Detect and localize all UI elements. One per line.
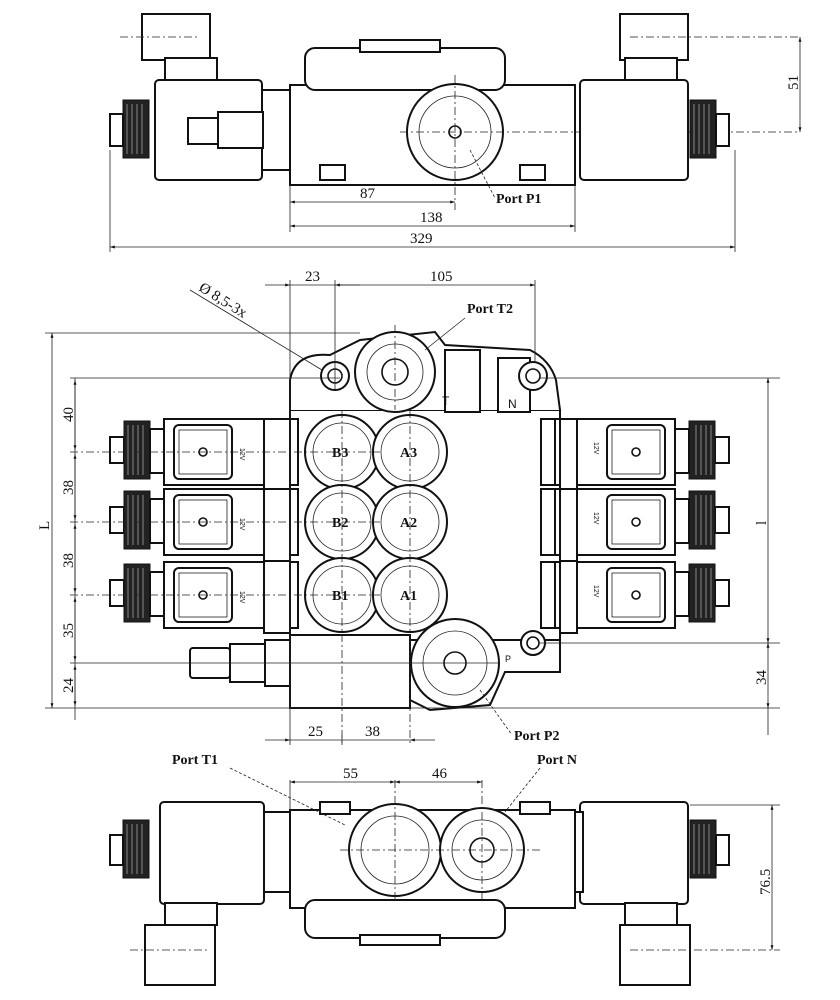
dim-35: 35 bbox=[61, 623, 77, 638]
mark-t: T bbox=[442, 394, 450, 408]
mark-p: P bbox=[505, 654, 511, 664]
svg-text:12V: 12V bbox=[238, 591, 245, 604]
svg-text:B3: B3 bbox=[332, 446, 348, 461]
dim-138: 138 bbox=[420, 210, 443, 226]
svg-text:A2: A2 bbox=[400, 516, 417, 531]
dim-34: 34 bbox=[754, 670, 770, 686]
dim-l: l bbox=[754, 521, 770, 525]
dim-87: 87 bbox=[360, 186, 376, 202]
svg-text:12V: 12V bbox=[592, 512, 599, 525]
port-p1-label: Port P1 bbox=[496, 192, 541, 207]
port-t2-label: Port T2 bbox=[467, 302, 513, 317]
dim-329: 329 bbox=[410, 231, 433, 247]
port-a1: A1 bbox=[372, 557, 448, 633]
hole-note: Ø 8,5-3x bbox=[196, 280, 250, 322]
dim-25: 25 bbox=[308, 724, 323, 740]
svg-text:12V: 12V bbox=[238, 448, 245, 461]
dim-55: 55 bbox=[343, 766, 358, 782]
svg-text:12V: 12V bbox=[592, 442, 599, 455]
svg-text:A1: A1 bbox=[400, 589, 417, 604]
dim-40: 40 bbox=[61, 407, 77, 422]
dim-38-a: 38 bbox=[61, 480, 77, 495]
svg-text:B1: B1 bbox=[332, 589, 348, 604]
port-n-label: Port N bbox=[537, 753, 577, 768]
svg-text:A3: A3 bbox=[400, 446, 417, 461]
dim-51: 51 bbox=[786, 75, 802, 90]
dim-38-c: 38 bbox=[365, 724, 380, 740]
dim-105: 105 bbox=[430, 269, 453, 285]
dim-76-5: 76.5 bbox=[758, 869, 774, 895]
port-p2-label: Port P2 bbox=[514, 729, 559, 744]
front-view: T N P B3 A3 B2 A2 B1 A1 12V 12V 12V bbox=[37, 269, 780, 745]
dim-38-b: 38 bbox=[61, 553, 77, 568]
svg-text:B2: B2 bbox=[332, 516, 348, 531]
dim-23: 23 bbox=[305, 269, 320, 285]
port-t1-label: Port T1 bbox=[172, 753, 218, 768]
svg-text:12V: 12V bbox=[238, 518, 245, 531]
svg-text:12V: 12V bbox=[592, 585, 599, 598]
dim-46: 46 bbox=[432, 766, 448, 782]
dim-L: L bbox=[37, 521, 53, 530]
mark-n: N bbox=[508, 397, 517, 411]
bottom-view: 55 46 76.5 Port T1 Port N bbox=[109, 753, 780, 986]
dim-24: 24 bbox=[61, 678, 77, 694]
top-view: 51 87 138 329 Port P1 bbox=[109, 13, 802, 252]
